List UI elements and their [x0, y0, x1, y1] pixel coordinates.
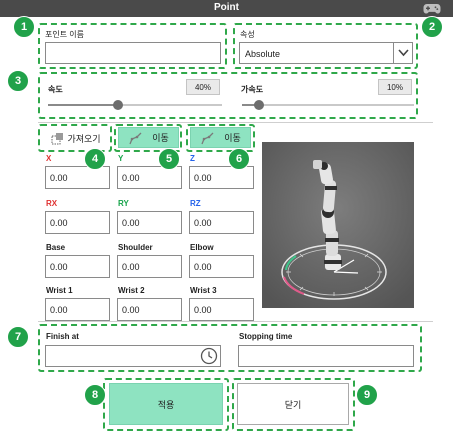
move-label-1: 이동	[152, 133, 169, 143]
base-input[interactable]: 0.00	[45, 255, 110, 278]
close-button[interactable]: 닫기	[237, 383, 349, 425]
wrist2-input[interactable]: 0.00	[117, 298, 182, 321]
highlight-property	[233, 23, 418, 69]
title-bar: Point	[0, 0, 453, 17]
property-label: 속성	[240, 30, 255, 39]
y-label: Y	[118, 154, 124, 163]
speed-slider[interactable]	[48, 100, 222, 110]
callout-badge-9: 9	[356, 384, 378, 406]
property-select[interactable]: Absolute	[239, 42, 413, 64]
callout-badge-6: 6	[228, 148, 250, 170]
wrist2-label: Wrist 2	[118, 286, 145, 295]
stopping-time-input[interactable]	[238, 345, 414, 367]
apply-button[interactable]: 적용	[109, 383, 223, 425]
highlight-move-1	[114, 124, 182, 152]
rx-label: RX	[46, 199, 58, 208]
elbow-input[interactable]: 0.00	[189, 255, 254, 278]
acceleration-value: 10%	[378, 79, 412, 95]
highlight-finish	[38, 324, 422, 372]
move-button-2[interactable]: 이동	[190, 127, 251, 148]
base-label: Base	[46, 243, 66, 252]
speed-label: 속도	[48, 85, 63, 94]
x-label: X	[46, 154, 52, 163]
window-title: Point	[214, 2, 239, 13]
acceleration-slider[interactable]	[242, 100, 414, 110]
speed-value: 40%	[186, 79, 220, 95]
divider	[38, 321, 433, 322]
robot-move-icon	[129, 132, 142, 144]
highlight-import	[38, 124, 112, 152]
chevron-down-icon[interactable]	[393, 43, 412, 63]
highlight-close	[232, 378, 355, 431]
callout-badge-7: 7	[7, 326, 29, 348]
y-input[interactable]: 0.00	[117, 166, 182, 189]
elbow-label: Elbow	[190, 243, 214, 252]
robot-3d-viewer[interactable]	[262, 142, 414, 308]
callout-badge-8: 8	[84, 384, 106, 406]
import-icon	[51, 132, 64, 144]
shoulder-input[interactable]: 0.00	[117, 255, 182, 278]
wrist3-input[interactable]: 0.00	[189, 298, 254, 321]
wrist1-label: Wrist 1	[46, 286, 73, 295]
rz-label: RZ	[190, 199, 201, 208]
ry-label: RY	[118, 199, 129, 208]
property-selected-value: Absolute	[245, 49, 281, 59]
wrist1-input[interactable]: 0.00	[45, 298, 110, 321]
callout-badge-3: 3	[7, 70, 29, 92]
import-button[interactable]: 가져오기	[43, 128, 109, 148]
acceleration-slider-fill	[242, 104, 260, 106]
highlight-speed	[38, 72, 418, 119]
callout-badge-5: 5	[158, 148, 180, 170]
gamepad-icon[interactable]	[423, 3, 441, 14]
import-label: 가져오기	[67, 133, 101, 144]
point-name-label: 포인트 이름	[45, 30, 85, 39]
highlight-apply	[103, 378, 229, 431]
shoulder-label: Shoulder	[118, 243, 153, 252]
finish-at-label: Finish at	[46, 332, 79, 341]
divider	[38, 122, 433, 123]
highlight-point-name	[38, 23, 227, 69]
callout-badge-2: 2	[421, 16, 443, 38]
ry-input[interactable]: 0.00	[117, 211, 182, 234]
point-name-input[interactable]	[45, 42, 221, 64]
robot-move-icon	[201, 132, 214, 144]
speed-slider-fill	[48, 104, 118, 106]
move-button-1[interactable]: 이동	[118, 127, 179, 148]
x-input[interactable]: 0.00	[45, 166, 110, 189]
robot-arm-illustration	[262, 142, 414, 308]
wrist3-label: Wrist 3	[190, 286, 217, 295]
acceleration-slider-knob[interactable]	[254, 100, 265, 110]
z-input[interactable]: 0.00	[189, 166, 254, 189]
finish-at-input[interactable]	[45, 345, 221, 367]
callout-badge-1: 1	[13, 16, 35, 38]
rx-input[interactable]: 0.00	[45, 211, 110, 234]
move-label-2: 이동	[224, 133, 241, 143]
rz-input[interactable]: 0.00	[189, 211, 254, 234]
clock-icon[interactable]	[200, 347, 218, 365]
callout-badge-4: 4	[84, 148, 106, 170]
stopping-time-label: Stopping time	[239, 332, 293, 341]
speed-slider-knob[interactable]	[112, 100, 123, 110]
acceleration-label: 가속도	[241, 85, 264, 94]
highlight-move-2	[186, 124, 255, 152]
z-label: Z	[190, 154, 195, 163]
